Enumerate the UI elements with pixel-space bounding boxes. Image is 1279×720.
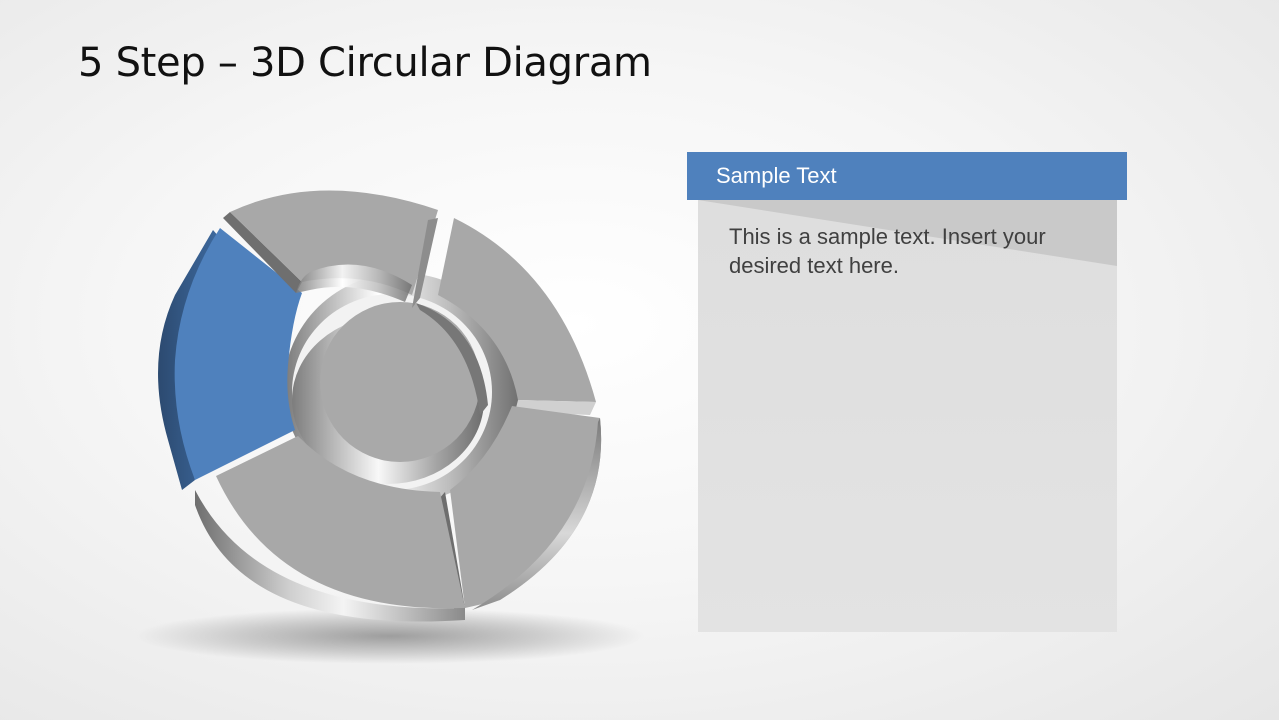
floor-shadow [135,608,645,664]
callout-body: This is a sample text. Insert your desir… [698,200,1117,632]
callout-text: This is a sample text. Insert your desir… [729,224,1046,278]
callout-header: Sample Text [687,152,1127,200]
slide-title: 5 Step – 3D Circular Diagram [78,40,652,86]
circular-diagram [120,160,680,670]
segment-step-5 [195,436,465,622]
callout-shade [698,200,1117,266]
circular-diagram-svg [135,190,645,664]
segment-step-2 [223,190,438,302]
segment-step-1 [158,228,302,490]
center-disc-top [320,302,480,462]
text-callout: Sample Text This is a sample text. Inser… [687,152,1127,632]
